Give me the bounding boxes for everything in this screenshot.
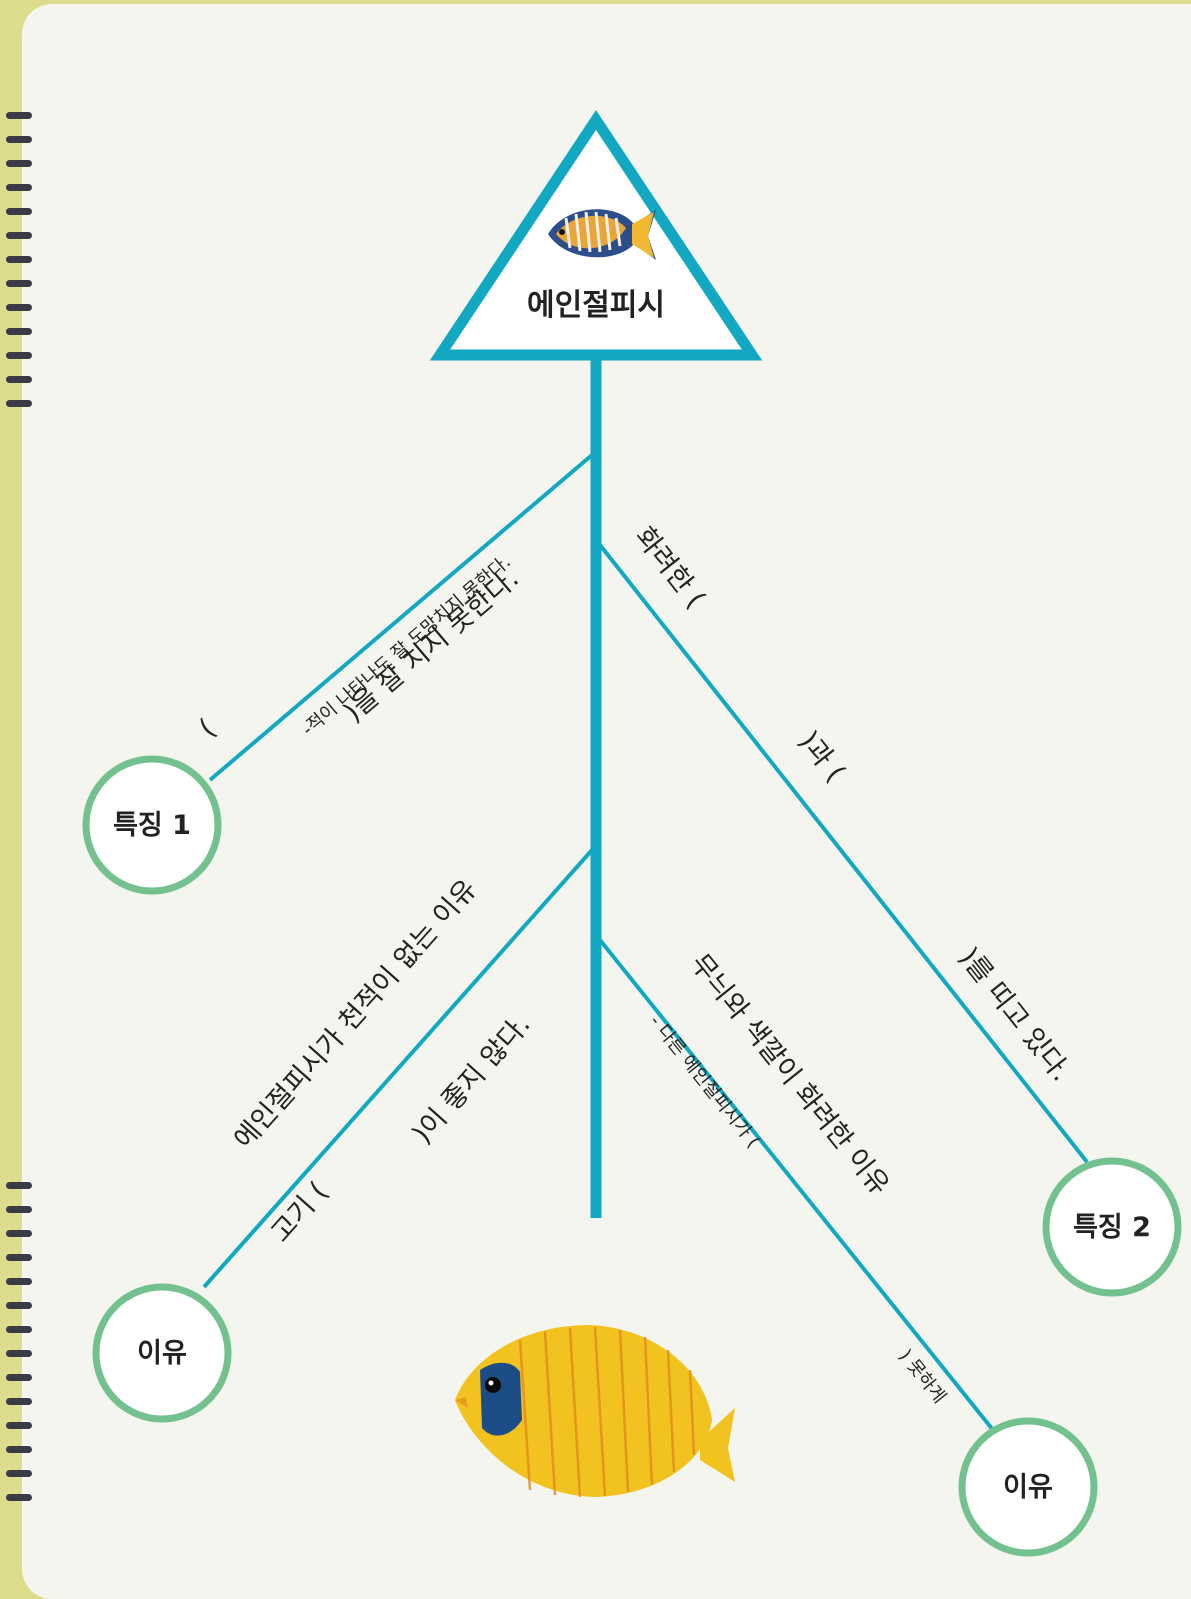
- feature1-open-paren: (: [193, 713, 221, 743]
- reason1-node-circle: [92, 1283, 232, 1423]
- reason1-node-label: 이유: [137, 1338, 187, 1369]
- feature2-node-label: 특징 2: [1073, 1212, 1151, 1243]
- angelfish-image: [548, 209, 656, 260]
- branch-reason2: [598, 938, 995, 1432]
- binding-rings-top: [6, 112, 36, 424]
- feature2-text1: 화려한 (: [628, 521, 710, 614]
- branch-feature1: [208, 453, 594, 782]
- reason2-title: 무늬와 색깔이 화려한 이유: [684, 948, 895, 1201]
- reason2-node-label: 이유: [1003, 1472, 1053, 1503]
- feature1-node-label: 특징 1: [113, 810, 191, 841]
- reason2-node-circle: [958, 1417, 1098, 1557]
- reason1-text2: )이 좋지 않다.: [407, 1009, 537, 1150]
- feature2-node-circle: [1042, 1157, 1182, 1297]
- feature1-node-circle: [82, 755, 222, 895]
- binding-rings-bottom: [6, 1182, 36, 1518]
- branch-reason1: [202, 848, 594, 1289]
- feature2-text2: )과 (: [793, 726, 851, 788]
- feature1-hint: -적이 나타나도 잘 도망치지 못한다.: [298, 551, 515, 740]
- reason2-hint2: ) 못하게: [895, 1346, 950, 1408]
- branch-feature2: [598, 543, 1089, 1164]
- reason1-text1: 고기 (: [265, 1176, 334, 1248]
- yellow-butterflyfish-image: [455, 1325, 735, 1498]
- top-node-label: 에인절피시: [527, 288, 665, 323]
